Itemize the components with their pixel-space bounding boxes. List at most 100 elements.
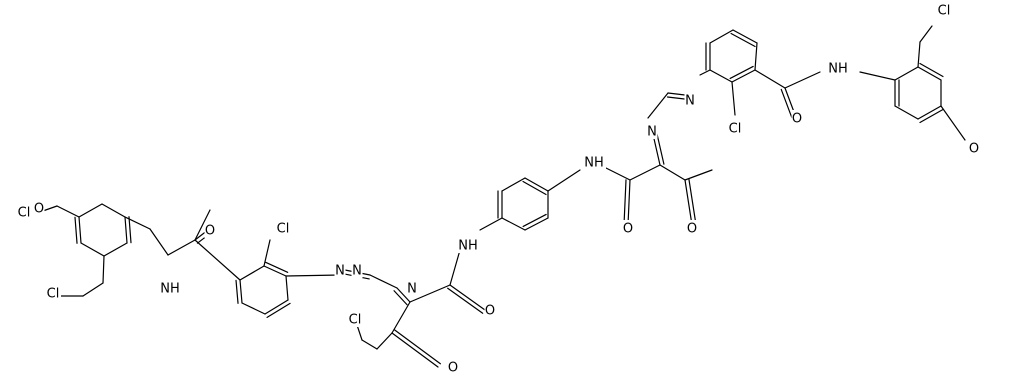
- bond: [103, 242, 128, 257]
- bond: [894, 66, 919, 81]
- bond: [917, 66, 942, 81]
- oxygen-label: O: [34, 202, 44, 217]
- bond: [919, 25, 933, 43]
- bond: [391, 301, 411, 334]
- oxygen-label-background: [622, 220, 634, 236]
- azo-nitrogen-label: N: [647, 125, 657, 140]
- oxygen-label-background: [791, 110, 803, 126]
- bond: [919, 108, 944, 124]
- oxygen-label-background: [686, 220, 698, 236]
- bond: [732, 29, 758, 44]
- azo-nitrogen-label: N: [335, 264, 345, 279]
- bond: [709, 69, 733, 83]
- bond: [391, 332, 439, 368]
- bond: [684, 169, 713, 181]
- oxygen-label-background: [204, 222, 216, 238]
- bond: [501, 177, 526, 192]
- bond: [623, 179, 627, 226]
- bond: [629, 164, 661, 181]
- bond: [369, 274, 398, 289]
- bond: [396, 287, 411, 303]
- chlorine-label: Cl: [277, 222, 290, 237]
- amide-nh-label: NH: [160, 282, 180, 297]
- amide-nh-label-background: [826, 60, 850, 76]
- bond: [659, 164, 686, 181]
- chlorine-label: Cl: [938, 4, 951, 19]
- bond: [547, 169, 581, 192]
- oxygen-label: O: [485, 304, 495, 319]
- amide-nh-label: NH: [828, 62, 848, 77]
- oxygen-label: O: [969, 142, 979, 157]
- bond: [940, 105, 966, 141]
- oxygen-label: O: [792, 112, 802, 127]
- amide-nh-label: NH: [458, 239, 478, 254]
- bond: [447, 287, 484, 314]
- bond: [667, 92, 686, 96]
- azo-nitrogen-label-background: [646, 123, 658, 139]
- bond: [780, 88, 794, 123]
- oxygen-label-background: [968, 140, 980, 156]
- bond-lines: [39, 25, 966, 368]
- amide-nh-label: NH: [584, 156, 604, 171]
- bond: [393, 290, 408, 306]
- bond: [376, 332, 393, 350]
- azo-nitrogen-label: N: [352, 264, 362, 279]
- bond: [784, 71, 821, 89]
- bond: [124, 216, 151, 230]
- azo-nitrogen-label-background: [684, 92, 696, 108]
- chlorine-label: Cl: [349, 313, 362, 328]
- bond: [263, 265, 287, 277]
- bond: [361, 339, 378, 350]
- bond: [80, 242, 105, 257]
- bond: [754, 69, 786, 89]
- bond: [894, 105, 919, 120]
- azo-nitrogen-label-background: [351, 262, 363, 278]
- oxygen-label: O: [623, 222, 633, 237]
- oxygen-label: O: [687, 222, 697, 237]
- bond: [124, 216, 128, 244]
- bond: [266, 302, 291, 319]
- amide-nh-label-background: [158, 280, 182, 296]
- azo-nitrogen-label: N: [685, 94, 695, 109]
- bond: [917, 41, 921, 68]
- bond: [684, 179, 693, 226]
- bond: [194, 209, 211, 241]
- bond: [522, 180, 547, 196]
- bond: [264, 299, 289, 315]
- oxygen-label-background: [447, 359, 459, 375]
- bond: [859, 71, 896, 81]
- bond: [265, 261, 289, 273]
- bond: [78, 216, 82, 244]
- chlorine-label-background: [275, 220, 291, 236]
- bond: [688, 178, 697, 225]
- chlorine-label: Cl: [18, 206, 31, 221]
- azo-nitrogen-label: N: [407, 282, 417, 297]
- oxygen-label-background: [33, 200, 45, 216]
- bond: [627, 179, 631, 226]
- bond: [239, 265, 265, 281]
- azo-nitrogen-label-background: [334, 262, 346, 278]
- bond: [82, 282, 104, 297]
- amide-nh-label-background: [582, 154, 606, 170]
- bond: [194, 239, 241, 281]
- bond: [479, 217, 503, 231]
- bond: [128, 216, 132, 244]
- amide-nh-label-background: [456, 237, 480, 253]
- bond: [102, 255, 105, 284]
- bond: [74, 216, 78, 244]
- bond: [449, 284, 486, 311]
- chlorine-label-background: [727, 120, 743, 136]
- bond: [149, 228, 169, 256]
- bond: [78, 203, 103, 218]
- bond: [731, 69, 756, 83]
- chlorine-label-background: [936, 2, 952, 18]
- bond: [524, 177, 549, 192]
- bond: [917, 105, 942, 120]
- bond: [409, 284, 451, 303]
- bond: [730, 32, 756, 48]
- bond: [285, 275, 289, 301]
- bond: [501, 217, 526, 231]
- bond: [754, 42, 758, 71]
